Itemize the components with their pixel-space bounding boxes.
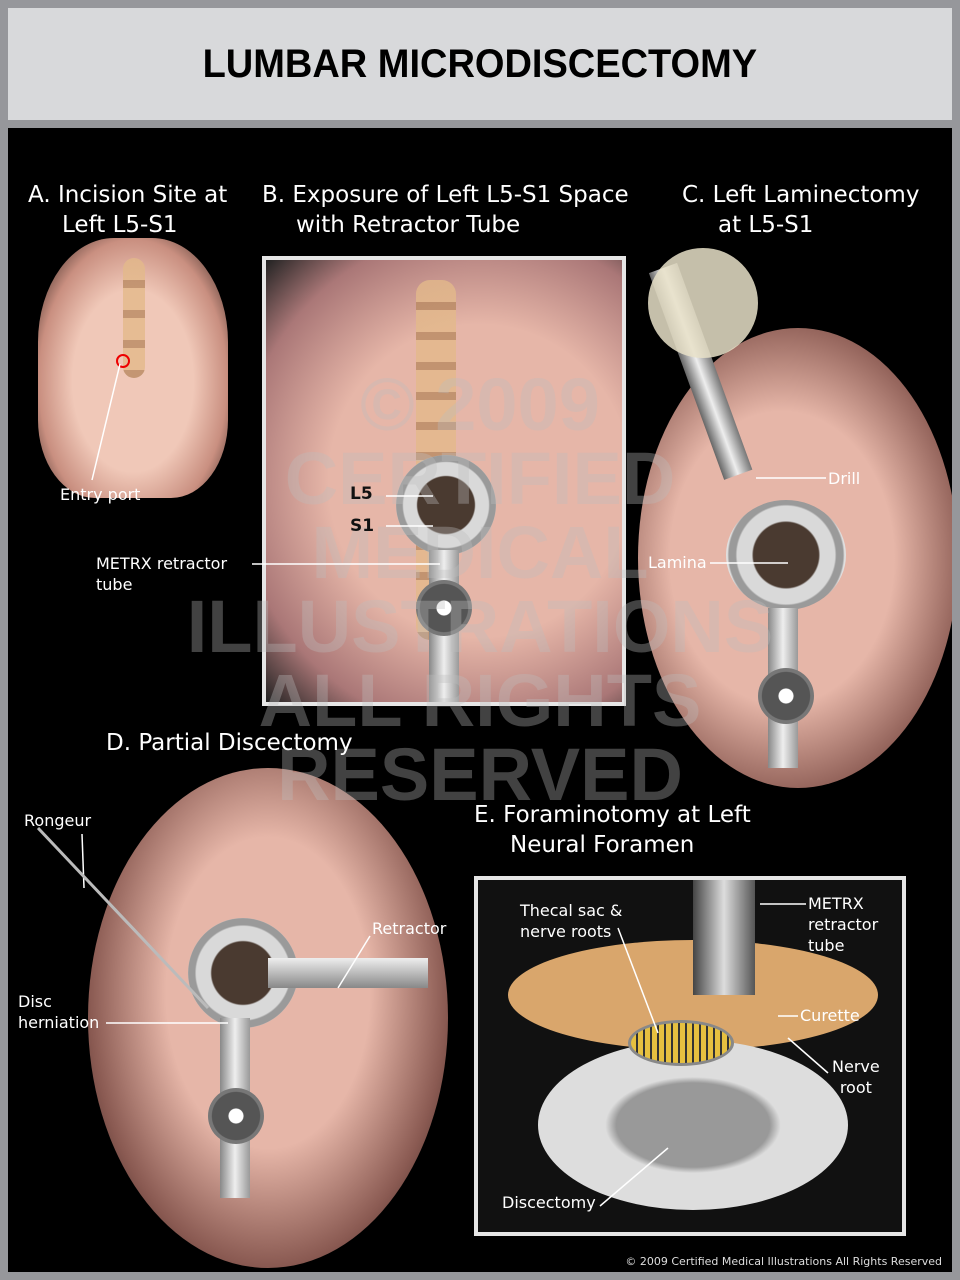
copyright-notice: © 2009 Certified Medical Illustrations A… — [625, 1255, 942, 1268]
label-l5: L5 — [350, 484, 373, 504]
panel-b-frame — [262, 256, 626, 706]
panel-e-frame — [474, 876, 906, 1236]
panel-c-retractor — [726, 500, 846, 610]
page-title: LUMBAR MICRODISCECTOMY — [202, 41, 758, 86]
panel-d-heading: D. Partial Discectomy — [106, 730, 353, 756]
label-s1: S1 — [350, 516, 375, 536]
title-bar: LUMBAR MICRODISCECTOMY — [8, 8, 952, 120]
leader-lines — [36, 363, 829, 1207]
label-thecal-sac: Thecal sac &nerve roots — [520, 901, 623, 941]
panel-a-spine — [123, 258, 145, 378]
gloved-hand — [648, 248, 758, 358]
label-entry-port: Entry port — [60, 485, 141, 504]
label-lamina: Lamina — [648, 553, 707, 572]
label-discectomy: Discectomy — [502, 1193, 596, 1212]
incision-marker-icon — [116, 354, 130, 368]
label-curette: Curette — [800, 1006, 860, 1025]
label-retractor: Retractor — [372, 919, 447, 938]
label-rongeur: Rongeur — [24, 811, 92, 830]
label-drill: Drill — [828, 469, 861, 488]
